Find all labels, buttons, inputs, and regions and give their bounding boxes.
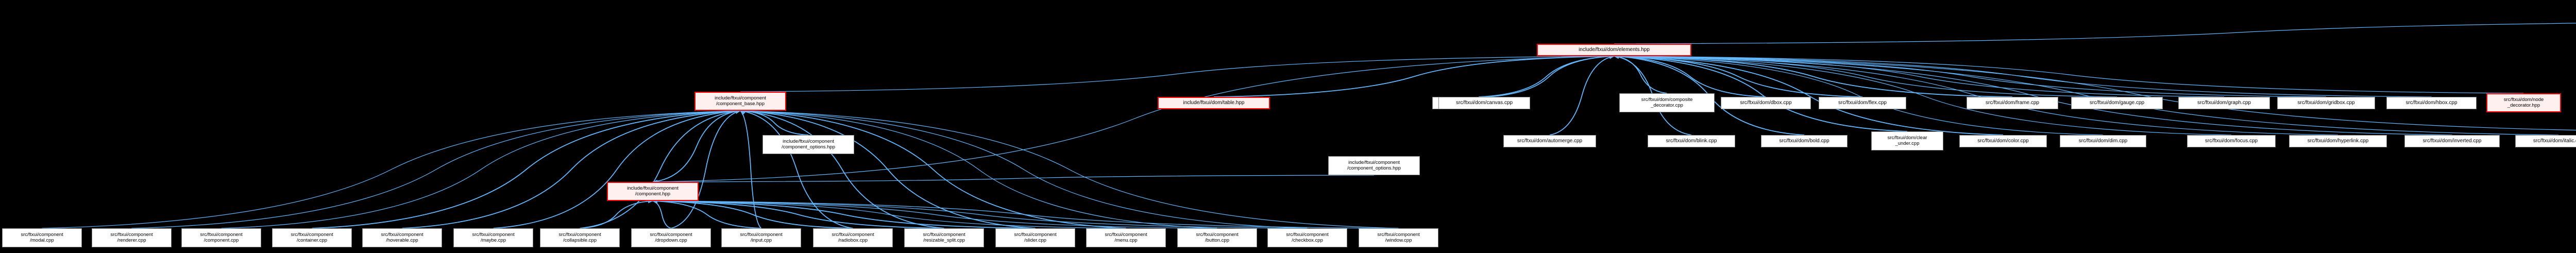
graph-edge (652, 199, 1399, 229)
graph-node[interactable]: src/ftxui/component /input.cpp (721, 228, 801, 247)
graph-edge (1614, 54, 1908, 132)
graph-node[interactable]: src/ftxui/dom/blink.cpp (1648, 135, 1735, 147)
graph-edge (1614, 54, 2452, 136)
graph-node[interactable]: src/ftxui/component /modal.cpp (2, 228, 82, 247)
graph-edge (1614, 54, 2104, 136)
graph-edge (740, 109, 809, 136)
graph-edge (1614, 23, 2576, 44)
graph-edge (1614, 54, 2338, 136)
graph-node[interactable]: src/ftxui/dom/color.cpp (1959, 135, 2047, 147)
graph-node[interactable]: include/ftxui/dom/elements.hpp (1537, 44, 1691, 56)
graph-edge (652, 199, 853, 229)
graph-edge (740, 109, 853, 229)
graph-node[interactable]: src/ftxui/component /collapsible.cpp (540, 228, 620, 247)
graph-edge (1213, 54, 1615, 97)
graph-node[interactable]: src/ftxui/dom/frame.cpp (1967, 97, 2058, 109)
graph-edge (402, 109, 741, 229)
graph-edge (652, 175, 1375, 184)
graph-node[interactable]: src/ftxui/dom/italic.cpp (2515, 135, 2576, 147)
graph-node[interactable]: include/ftxui/dom/table.hpp (1158, 97, 1270, 109)
graph-edge (1484, 54, 1615, 97)
graph-node[interactable]: src/ftxui/component /checkbox.cpp (1267, 228, 1347, 247)
graph-node[interactable]: src/ftxui/component /hoverable.cpp (362, 228, 442, 247)
graph-edge (740, 110, 762, 229)
graph-node[interactable]: src/ftxui/dom/canvas.cpp (1438, 97, 1530, 109)
graph-edge (1614, 54, 2432, 97)
graph-node[interactable]: src/ftxui/dom/node _decorator.hpp (2486, 93, 2561, 112)
graph-edge (221, 109, 741, 229)
graph-edge (42, 109, 741, 229)
graph-node[interactable]: src/ftxui/component /container.cpp (272, 228, 352, 247)
graph-node[interactable]: src/ftxui/component /menu.cpp (1086, 228, 1166, 247)
graph-edge (652, 199, 671, 229)
graph-edge (652, 199, 944, 229)
graph-edge (740, 109, 1308, 229)
graph-edge (740, 109, 1126, 229)
graph-node[interactable]: src/ftxui/component /button.cpp (1177, 228, 1257, 247)
graph-edge (580, 199, 653, 229)
graph-node[interactable]: src/ftxui/component /radiobox.cpp (813, 228, 893, 247)
graph-node[interactable]: src/ftxui/dom/flex.cpp (1819, 97, 1906, 109)
graph-edge (1614, 54, 1766, 97)
graph-node[interactable]: src/ftxui/component /slider.cpp (995, 228, 1075, 247)
graph-node[interactable]: include/ftxui/component /component_optio… (1328, 156, 1420, 175)
graph-edge (652, 199, 1036, 229)
graph-edge (493, 109, 741, 229)
graph-edge (671, 110, 741, 229)
graph-edge (580, 109, 741, 229)
graph-node[interactable]: include/ftxui/component /component_base.… (694, 92, 786, 111)
graph-node[interactable]: src/ftxui/dom/automerge.cpp (1503, 135, 1596, 147)
graph-edge (740, 54, 1615, 92)
graph-edge (652, 199, 761, 229)
graph-node[interactable]: src/ftxui/component /component.cpp (181, 228, 261, 247)
graph-edge (1614, 54, 2232, 136)
graph-edge (1478, 54, 1615, 97)
graph-node[interactable]: src/ftxui/dom/clear _under.cpp (1871, 131, 1943, 150)
graph-node[interactable]: include/ftxui/component /component.hpp (607, 182, 699, 201)
graph-edge (1614, 54, 2559, 136)
graph-node[interactable]: src/ftxui/component /maybe.cpp (453, 228, 533, 247)
graph-edge (652, 199, 1308, 229)
graph-node[interactable]: src/ftxui/dom/graph.cpp (2178, 97, 2270, 109)
graph-node[interactable]: src/ftxui/dom/hyperlink.cpp (2289, 135, 2387, 147)
graph-edge (1549, 55, 1615, 136)
graph-edge (740, 109, 1399, 229)
graph-node[interactable]: src/ftxui/dom/gauge.cpp (2071, 97, 2163, 109)
graph-edge (1614, 54, 2004, 136)
graph-edge (131, 109, 741, 229)
graph-edge (312, 109, 741, 229)
graph-node[interactable]: src/ftxui/component /renderer.cpp (92, 228, 172, 247)
graph-node[interactable]: src/ftxui/component /resizable_split.cpp (904, 228, 984, 247)
graph-edge (1614, 54, 2524, 94)
graph-edge (740, 109, 1217, 229)
graph-edge (652, 199, 1126, 229)
graph-node[interactable]: src/ftxui/dom/composite _decorator.cpp (1619, 93, 1715, 112)
graph-node[interactable]: src/ftxui/component /dropdown.cpp (631, 228, 711, 247)
graph-edge (652, 109, 741, 182)
graph-node[interactable]: src/ftxui/dom/bold.cpp (1761, 135, 1848, 147)
graph-node[interactable]: src/ftxui/dom/dbox.cpp (1721, 97, 1811, 109)
graph-edge (1614, 54, 2576, 131)
graph-node[interactable]: src/ftxui/dom/hbox.cpp (2386, 97, 2477, 109)
graph-edge (740, 109, 944, 229)
graph-node[interactable]: src/ftxui/dom/gridbox.cpp (2277, 97, 2375, 109)
graph-node[interactable]: src/ftxui/dom/dim.cpp (2060, 135, 2146, 147)
graph-node[interactable]: src/ftxui/component /window.cpp (1359, 228, 1438, 247)
graph-edge (652, 199, 1217, 229)
graph-edge (740, 109, 1036, 229)
graph-node[interactable]: src/ftxui/dom/focus.cpp (2187, 135, 2276, 147)
graph-edge (652, 54, 1615, 182)
graph-node[interactable]: src/ftxui/dom/inverted.cpp (2404, 135, 2500, 147)
graph-node[interactable]: include/ftxui/component /component_optio… (762, 135, 854, 154)
